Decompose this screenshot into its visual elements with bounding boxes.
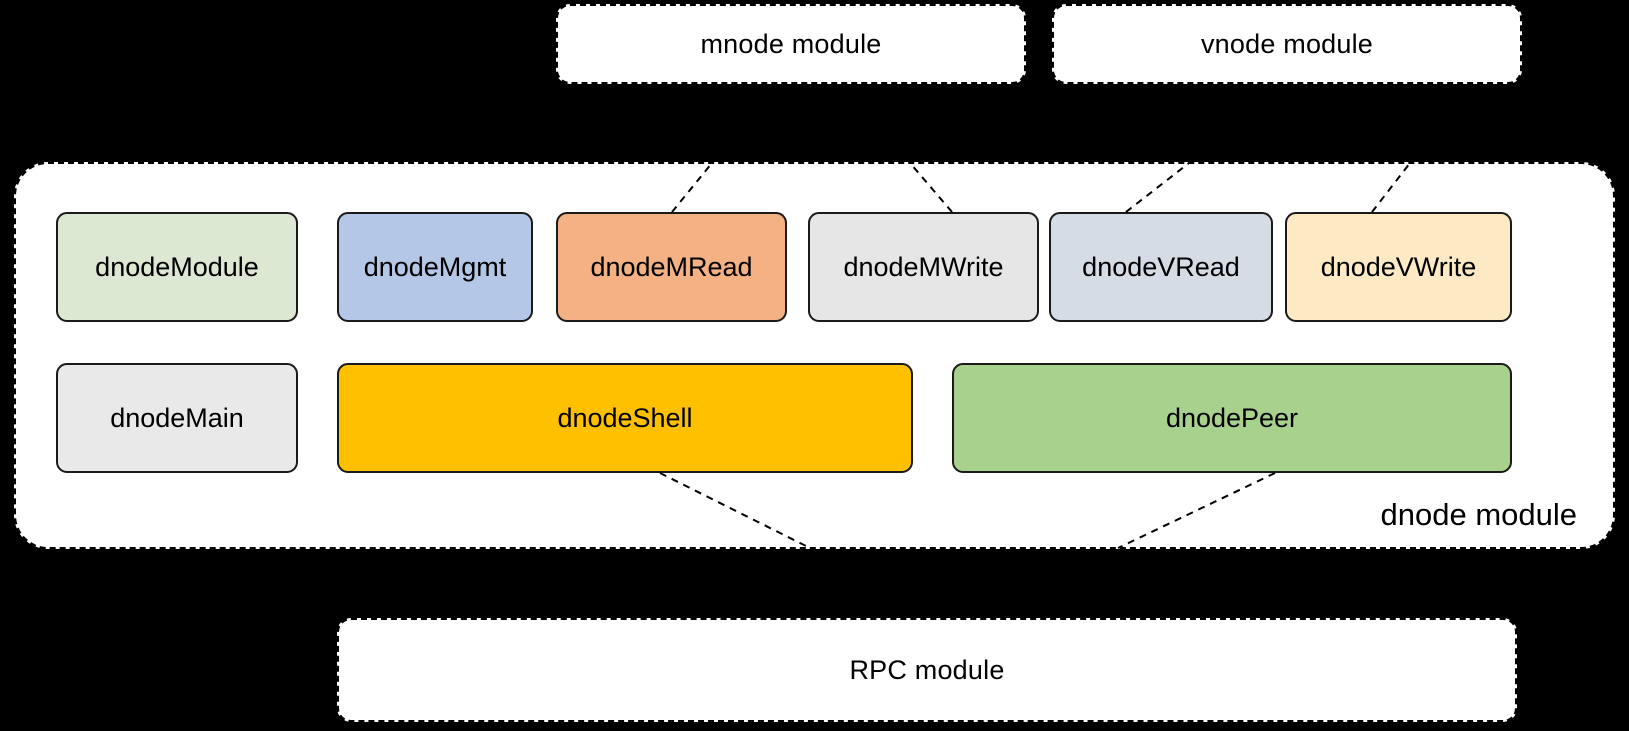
component-dnodeVWrite-label: dnodeVWrite <box>1320 251 1477 282</box>
component-dnodePeer-label: dnodePeer <box>1165 402 1299 433</box>
component-dnodeMgmt-label: dnodeMgmt <box>363 251 507 282</box>
component-dnodeVWrite[interactable]: dnodeVWrite <box>1285 212 1512 322</box>
component-dnodeShell[interactable]: dnodeShell <box>337 363 913 473</box>
module-vnode-label: vnode module <box>1200 28 1374 59</box>
component-dnodeMWrite[interactable]: dnodeMWrite <box>808 212 1039 322</box>
module-vnode[interactable]: vnode module <box>1052 4 1522 84</box>
module-mnode[interactable]: mnode module <box>556 4 1026 84</box>
module-mnode-label: mnode module <box>700 28 882 59</box>
component-dnodeMgmt[interactable]: dnodeMgmt <box>337 212 533 322</box>
component-dnodeMWrite-label: dnodeMWrite <box>843 251 1004 282</box>
component-dnodeModule[interactable]: dnodeModule <box>56 212 298 322</box>
component-dnodeMain-label: dnodeMain <box>110 402 244 433</box>
module-dnode-label: dnode module <box>1380 497 1578 532</box>
module-rpc[interactable]: RPC module <box>337 618 1517 722</box>
component-dnodeShell-label: dnodeShell <box>557 402 693 433</box>
component-dnodePeer[interactable]: dnodePeer <box>952 363 1512 473</box>
component-dnodeMRead-label: dnodeMRead <box>590 251 753 282</box>
component-dnodeModule-label: dnodeModule <box>95 251 259 282</box>
component-dnodeVRead-label: dnodeVRead <box>1082 251 1240 282</box>
module-rpc-label: RPC module <box>849 654 1005 685</box>
component-dnodeVRead[interactable]: dnodeVRead <box>1049 212 1273 322</box>
component-dnodeMain[interactable]: dnodeMain <box>56 363 298 473</box>
component-dnodeMRead[interactable]: dnodeMRead <box>556 212 787 322</box>
